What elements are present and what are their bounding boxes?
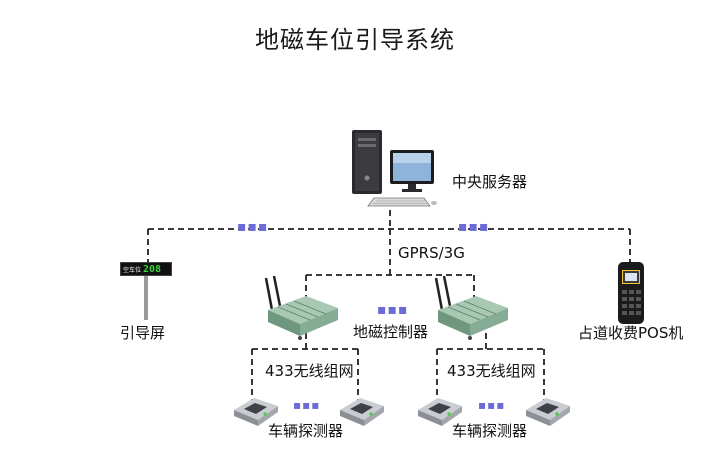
guide-screen-number: 208 — [143, 263, 162, 275]
pos-label: 占道收费POS机 — [578, 324, 684, 342]
guide-screen-icon: 空车位 208 — [120, 262, 172, 320]
network-label: GPRS/3G — [398, 244, 465, 262]
vehicle-detector-icon — [524, 392, 572, 432]
more-detectors-right-icon: ▪▪▪ — [478, 398, 506, 412]
vehicle-detector-icon — [338, 392, 386, 432]
more-detectors-left-icon: ▪▪▪ — [293, 398, 321, 412]
wireless-label-right: 433无线组网 — [447, 362, 536, 380]
server-label: 中央服务器 — [452, 173, 528, 191]
vehicle-detector-icon — [232, 392, 280, 432]
diagram-title: 地磁车位引导系统 — [255, 26, 455, 54]
detector-label-right: 车辆探测器 — [452, 422, 528, 440]
vehicle-detector-icon — [416, 392, 464, 432]
controller-device-icon — [262, 275, 342, 344]
guide-screen-label: 引导屏 — [120, 324, 166, 342]
guide-screen-tag: 空车位 — [123, 266, 142, 274]
controller-device-icon — [432, 275, 512, 344]
wireless-label-left: 433无线组网 — [265, 362, 354, 380]
controller-label: 地磁控制器 — [353, 323, 429, 341]
more-branches-left-icon: ▪▪▪ — [237, 219, 269, 235]
pos-terminal-icon — [616, 262, 646, 328]
more-controllers-icon: ▪▪▪ — [377, 302, 409, 318]
server-computer-icon — [340, 126, 440, 214]
detector-label-left: 车辆探测器 — [268, 422, 344, 440]
more-branches-right-icon: ▪▪▪ — [458, 219, 490, 235]
